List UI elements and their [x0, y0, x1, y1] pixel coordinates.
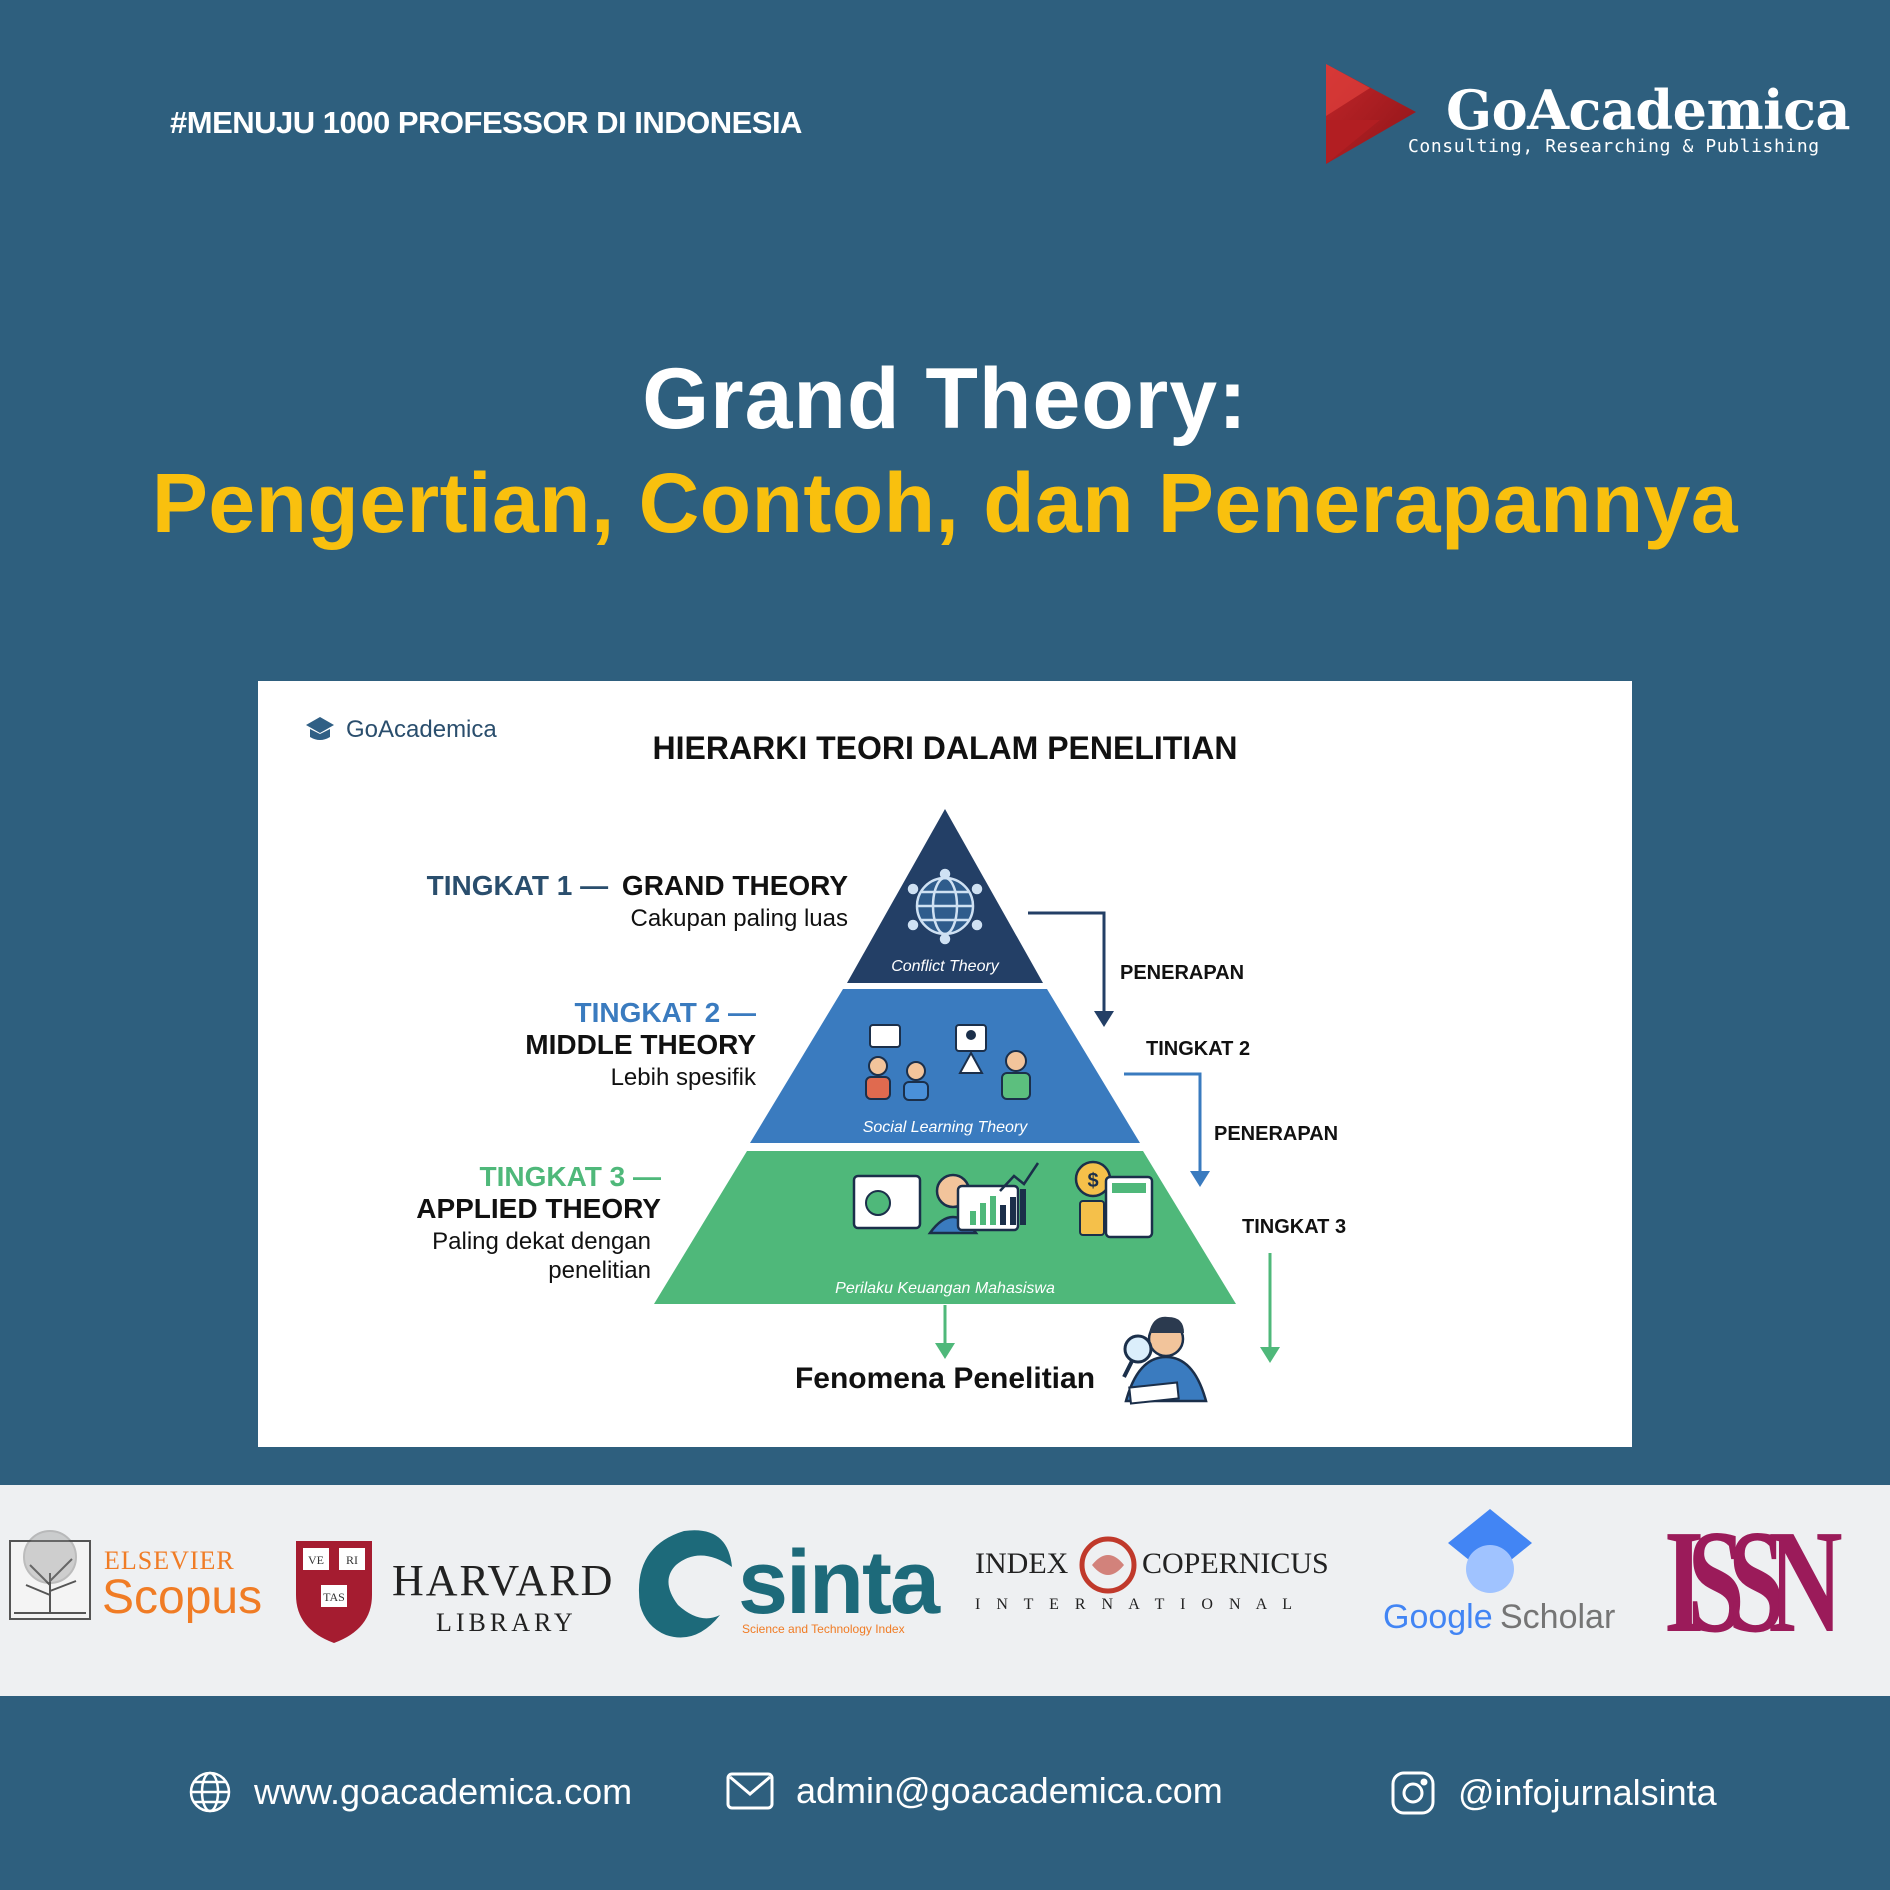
hierarchy-diagram-card: GoAcademica HIERARKI TEORI DALAM PENELIT…	[258, 681, 1632, 1447]
tier1-name: GRAND THEORY	[622, 870, 848, 901]
website-text: www.goacademica.com	[254, 1771, 633, 1812]
tier2-desc: Lebih spesifik	[611, 1064, 757, 1091]
shield-ri: RI	[346, 1553, 358, 1567]
google-scholar-cap-icon	[1448, 1509, 1532, 1593]
sinta-subtext: Science and Technology Index	[742, 1622, 905, 1636]
page-subtitle: Pengertian, Contoh, dan Penerapannya	[151, 456, 1739, 550]
scopus-text: Scopus	[102, 1571, 262, 1624]
svg-text:$: $	[1087, 1170, 1098, 1192]
diagram-heading: HIERARKI TEORI DALAM PENELITIAN	[653, 730, 1238, 766]
copernicus-globe-icon	[1079, 1536, 1137, 1594]
penerapan-arrow-1	[1028, 911, 1106, 1011]
right-label-tingkat-2: TINGKAT 2	[1146, 1038, 1250, 1060]
email-text: admin@goacademica.com	[796, 1770, 1223, 1811]
sinta-text: sinta	[738, 1533, 941, 1633]
shield-ve: VE	[308, 1553, 324, 1567]
page-title: Grand Theory:	[642, 351, 1248, 447]
scholar-text: Scholar	[1500, 1598, 1615, 1636]
instagram-icon	[1391, 1771, 1435, 1815]
finance-icon: $	[852, 1160, 1154, 1239]
goacademica-cap-icon	[306, 717, 334, 740]
play-logo-icon	[1326, 64, 1416, 164]
copernicus-text: COPERNICUS	[1142, 1547, 1329, 1580]
tier2-name: MIDDLE THEORY	[525, 1029, 756, 1060]
arrow-head-3	[1260, 1347, 1280, 1363]
people-learning-icon	[865, 1024, 1031, 1101]
elsevier-text: ELSEVIER	[104, 1546, 235, 1575]
international-text: I N T E R N A T I O N A L	[975, 1596, 1298, 1613]
partner-logos-strip: ELSEVIER Scopus VE RI TAS HARVARD LIBRAR…	[0, 1485, 1890, 1696]
researcher-magnifier-icon	[1122, 1316, 1208, 1405]
arrow-head-4	[935, 1343, 955, 1359]
tier2-level: TINGKAT 2 —	[575, 997, 756, 1028]
right-label-penerapan-2: PENERAPAN	[1214, 1123, 1338, 1145]
tier1-label: TINGKAT 1 — GRAND THEORY	[427, 870, 849, 901]
diagram-logo-text: GoAcademica	[346, 716, 497, 743]
fenomena-label: Fenomena Penelitian	[795, 1362, 1095, 1395]
index-text: INDEX	[975, 1547, 1069, 1580]
tier3-desc-2: penelitian	[548, 1257, 651, 1284]
tier3-name: APPLIED THEORY	[416, 1193, 661, 1224]
right-label-tingkat-3: TINGKAT 3	[1242, 1216, 1346, 1238]
globe-icon	[189, 1771, 231, 1813]
instagram-contact[interactable]: @infojurnalsinta	[1390, 1770, 1717, 1816]
sinta-wayang-icon	[638, 1530, 732, 1638]
website-contact[interactable]: www.goacademica.com	[188, 1770, 632, 1814]
right-label-penerapan-1: PENERAPAN	[1120, 962, 1244, 984]
issn-logo: ISSN	[1664, 1500, 1841, 1664]
harvard-text: HARVARD	[392, 1556, 614, 1605]
hashtag-text: #MENUJU 1000 PROFESSOR DI INDONESIA	[170, 105, 802, 140]
tier3-desc-1: Paling dekat dengan	[432, 1228, 651, 1255]
shield-tas: TAS	[323, 1590, 345, 1604]
arrow-head-2	[1190, 1171, 1210, 1187]
penerapan-arrow-2	[1124, 1072, 1202, 1171]
tier2-example: Social Learning Theory	[863, 1119, 1029, 1136]
tier3-level: TINGKAT 3 —	[480, 1161, 661, 1192]
email-contact[interactable]: admin@goacademica.com	[726, 1770, 1223, 1812]
google-text: Google	[1383, 1598, 1493, 1636]
partner-logos: ELSEVIER Scopus VE RI TAS HARVARD LIBRAR…	[9, 1500, 1865, 1664]
globe-network-icon	[907, 868, 983, 945]
elsevier-tree-icon	[9, 1530, 91, 1620]
hierarchy-diagram: GoAcademica HIERARKI TEORI DALAM PENELIT…	[306, 716, 1346, 1405]
brand-name: GoAcademica	[1446, 78, 1851, 142]
library-text: LIBRARY	[436, 1608, 577, 1637]
mail-icon	[726, 1772, 774, 1810]
tier2-shape	[750, 989, 1140, 1143]
brand-tagline: Consulting, Researching & Publishing	[1408, 136, 1820, 157]
tier3-example: Perilaku Keuangan Mahasiswa	[835, 1280, 1055, 1297]
tier1-example: Conflict Theory	[891, 958, 1000, 975]
arrow-head-1	[1094, 1011, 1114, 1027]
tier1-level: TINGKAT 1 —	[427, 870, 608, 901]
harvard-shield-icon: VE RI TAS	[296, 1541, 372, 1643]
brand-logo: GoAcademica Consulting, Researching & Pu…	[1320, 60, 1860, 170]
tier1-desc: Cakupan paling luas	[631, 905, 849, 932]
instagram-text: @infojurnalsinta	[1458, 1772, 1717, 1813]
